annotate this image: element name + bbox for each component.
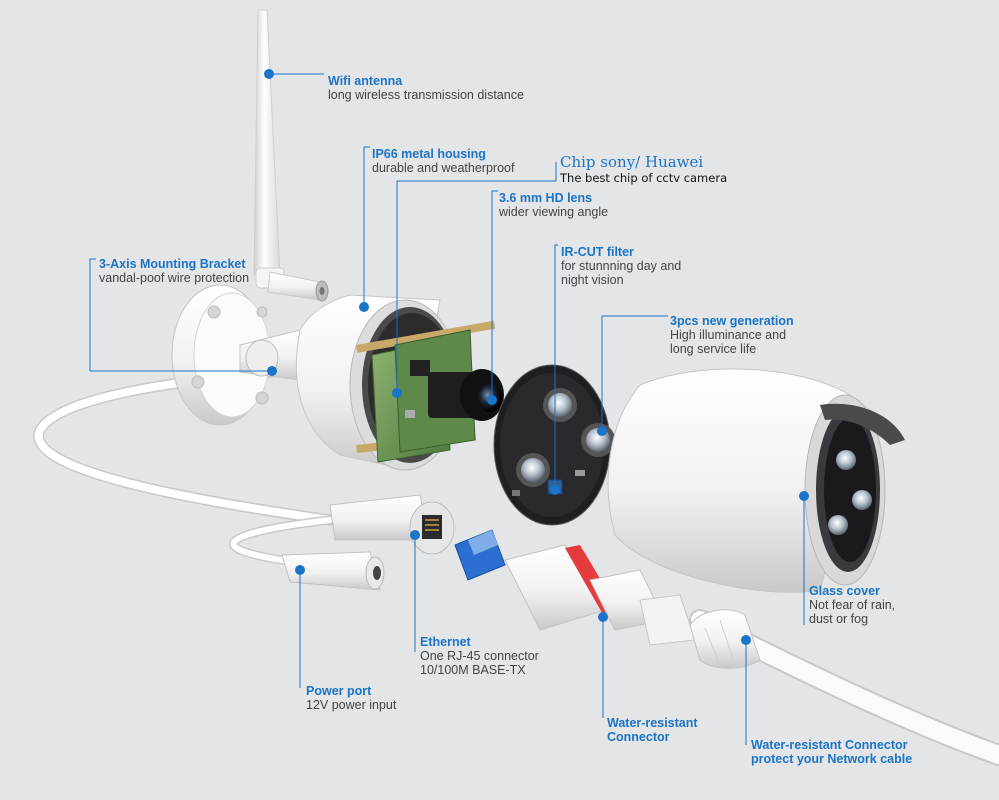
label-desc: for stunnning day and <box>561 259 682 273</box>
label-desc: long wireless transmission distance <box>328 88 524 102</box>
label-title: IR-CUT filter <box>561 245 634 259</box>
label-title: 3pcs new generation <box>670 314 794 328</box>
front-housing <box>607 368 905 593</box>
label-title: Wifi antenna <box>328 74 403 88</box>
label-desc: The best chip of cctv camera <box>560 171 728 185</box>
label-desc: night vision <box>561 273 624 287</box>
label-desc: 10/100M BASE-TX <box>420 663 526 677</box>
wifi-antenna <box>253 9 329 302</box>
label-title: Water-resistant Connector <box>751 738 908 752</box>
label-mounting-bracket: 3-Axis Mounting Bracket vandal-poof wire… <box>99 257 249 285</box>
label-water-resistant-cable: Water-resistant Connector protect your N… <box>751 738 912 766</box>
power-plug <box>281 551 385 591</box>
label-metal-housing: IP66 metal housing durable and weatherpr… <box>372 147 514 175</box>
label-glass-cover: Glass cover Not fear of rain, dust or fo… <box>809 584 895 626</box>
callout-dots <box>264 69 809 645</box>
label-title: 3.6 mm HD lens <box>499 191 593 205</box>
label-desc: dust or fog <box>809 612 869 626</box>
cable-gland <box>689 609 761 669</box>
label-power-port: Power port 12V power input <box>306 684 396 712</box>
label-hd-lens: 3.6 mm HD lens wider viewing angle <box>499 191 608 219</box>
label-desc: protect your Network cable <box>751 752 913 766</box>
label-title: 3-Axis Mounting Bracket <box>99 257 246 271</box>
label-ethernet: Ethernet One RJ-45 connector 10/100M BAS… <box>420 635 539 677</box>
label-desc: One RJ-45 connector <box>420 649 539 663</box>
label-title: Power port <box>306 684 372 698</box>
label-desc: durable and weatherproof <box>372 161 515 175</box>
label-title: IP66 metal housing <box>372 147 486 161</box>
label-desc: Not fear of rain, <box>809 598 896 612</box>
label-water-resistant-connector: Water-resistant Connector <box>607 716 698 744</box>
mounting-bracket <box>171 284 301 426</box>
label-title: Water-resistant <box>607 716 698 730</box>
label-desc: long service life <box>670 342 757 356</box>
label-desc: wider viewing angle <box>499 205 609 219</box>
label-title: Chip sony/ Huawei <box>560 153 704 171</box>
label-title: Ethernet <box>420 635 471 649</box>
label-desc: Connector <box>607 730 670 744</box>
label-desc: High illuminance and <box>670 328 787 342</box>
label-ir-cut-filter: IR-CUT filter for stunnning day and nigh… <box>561 245 681 287</box>
pcb-board-stack <box>356 320 504 463</box>
callout-lines <box>89 73 805 745</box>
ethernet-port <box>329 494 455 555</box>
label-ir-leds: 3pcs new generation High illuminance and… <box>670 314 794 356</box>
label-desc: vandal-poof wire protection <box>99 271 250 285</box>
label-chip: Chip sony/ Huawei The best chip of cctv … <box>560 153 727 185</box>
label-title: Glass cover <box>809 584 880 598</box>
rj45-plug <box>454 529 506 581</box>
label-desc: 12V power input <box>306 698 397 712</box>
water-resistant-connector <box>504 544 696 646</box>
label-wifi-antenna: Wifi antenna long wireless transmission … <box>328 74 524 102</box>
